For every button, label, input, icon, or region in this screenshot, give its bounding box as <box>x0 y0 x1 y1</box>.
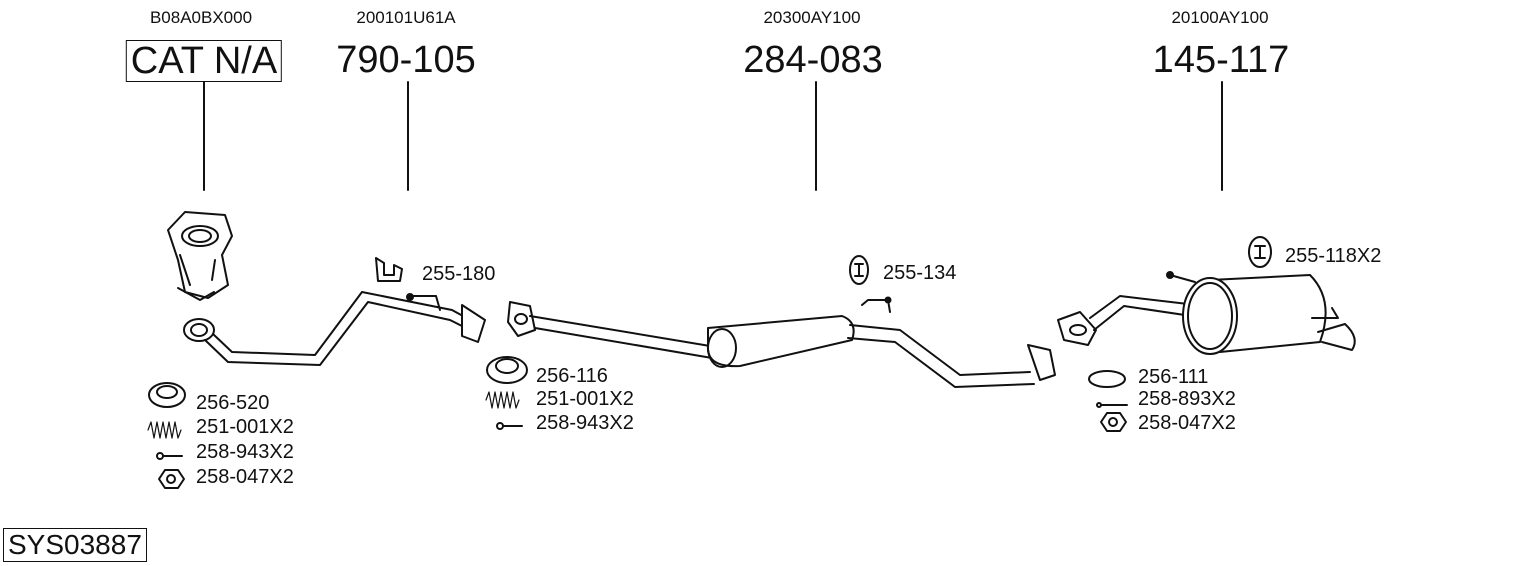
part-label-cat-gasket[interactable]: 256-520 <box>196 392 270 414</box>
gasket-icon-256-520 <box>148 382 186 408</box>
oe-code-cat: B08A0BX000 <box>149 8 253 27</box>
system-id: SYS03887 <box>3 528 147 562</box>
hanger-icon-255-134 <box>849 255 869 285</box>
part-number-center-muffler[interactable]: 284-083 <box>743 39 883 81</box>
part-label-rear-nut[interactable]: 258-047X2 <box>1138 412 1236 434</box>
nut-icon-cat <box>158 469 185 489</box>
front-pipe-drawing <box>183 291 486 366</box>
part-label-rear-bolt[interactable]: 258-893X2 <box>1138 388 1236 410</box>
center-muffler-drawing <box>507 296 1056 388</box>
catalytic-converter-drawing <box>167 211 233 301</box>
part-label-cat-nut[interactable]: 258-047X2 <box>196 466 294 488</box>
hanger-icon-255-180 <box>375 257 403 282</box>
gasket-icon-256-116 <box>486 356 528 384</box>
part-number-front-pipe[interactable]: 790-105 <box>336 39 476 81</box>
part-number-cat[interactable]: CAT N/A <box>125 40 283 82</box>
oe-code-front-pipe: 200101U61A <box>356 8 456 27</box>
part-label-front-hanger[interactable]: 255-180 <box>422 263 496 285</box>
spring-icon-mid <box>485 391 520 409</box>
bolt-icon-mid <box>496 422 523 430</box>
rear-muffler-drawing <box>1057 271 1356 355</box>
part-label-mid-gasket[interactable]: 256-116 <box>536 365 608 387</box>
gasket-icon-256-111 <box>1088 370 1126 388</box>
hanger-icon-255-118 <box>1248 236 1272 268</box>
bolt-icon-rear <box>1096 402 1128 408</box>
part-label-cat-bolt[interactable]: 258-943X2 <box>196 441 294 463</box>
part-label-mid-spring[interactable]: 251-001X2 <box>536 388 634 410</box>
part-label-mid-bolt[interactable]: 258-943X2 <box>536 412 634 434</box>
part-label-rear-hanger[interactable]: 255-118X2 <box>1285 245 1382 267</box>
part-label-rear-gasket[interactable]: 256-111 <box>1138 366 1209 388</box>
part-label-cat-spring[interactable]: 251-001X2 <box>196 416 294 438</box>
nut-icon-rear <box>1100 412 1127 432</box>
spring-icon-cat <box>147 421 182 439</box>
part-label-center-hanger[interactable]: 255-134 <box>883 262 957 284</box>
bolt-icon-cat <box>156 452 183 460</box>
part-number-rear-muffler[interactable]: 145-117 <box>1152 39 1290 81</box>
oe-code-center-muffler: 20300AY100 <box>763 8 861 27</box>
oe-code-rear-muffler: 20100AY100 <box>1171 8 1269 27</box>
